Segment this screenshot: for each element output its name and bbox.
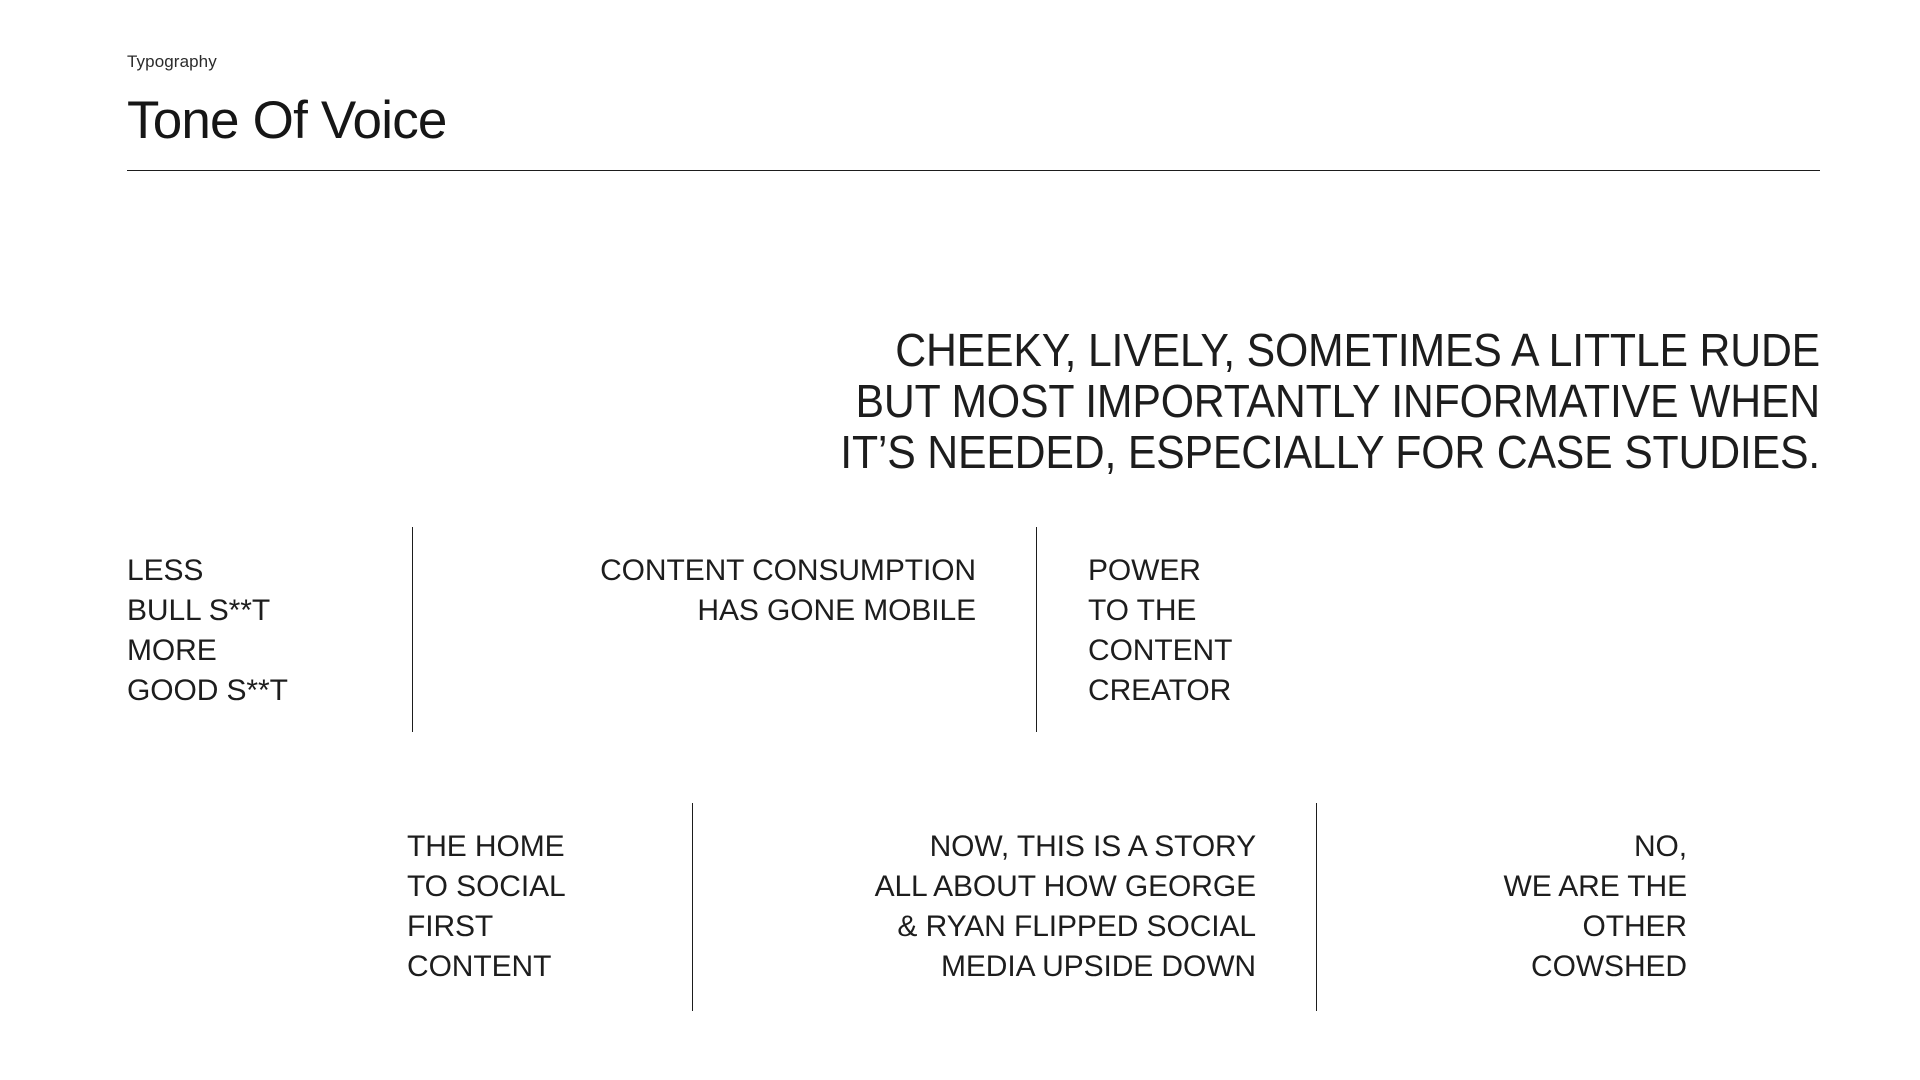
header-divider-rule: [127, 170, 1820, 171]
example-line: NOW, THIS IS A STORY: [929, 830, 1257, 863]
example-line: CONTENT: [1088, 634, 1233, 667]
example-block-other-cowshed: NO, WE ARE THE OTHER COWSHED: [1316, 803, 1697, 1011]
example-line: MORE: [127, 634, 217, 667]
example-line: POWER: [1088, 554, 1201, 587]
tone-statement: CHEEKY, LIVELY, SOMETIMES A LITTLE RUDE …: [704, 325, 1820, 478]
example-line: WE ARE THE: [1503, 870, 1688, 903]
example-line: NO,: [1633, 830, 1687, 863]
example-line: BULL S**T: [127, 594, 271, 627]
example-line: & RYAN FLIPPED SOCIAL: [897, 910, 1256, 943]
example-row-one: LESS BULL S**T MORE GOOD S**T CONTENT CO…: [127, 527, 1417, 732]
page-title: Tone Of Voice: [127, 91, 447, 150]
example-block-power-to-creator: POWER TO THE CONTENT CREATOR: [1036, 527, 1417, 732]
example-line: GOOD S**T: [127, 674, 288, 707]
example-line: MEDIA UPSIDE DOWN: [941, 950, 1256, 983]
example-line: CREATOR: [1088, 674, 1232, 707]
example-block-content-consumption: CONTENT CONSUMPTION HAS GONE MOBILE: [412, 527, 1036, 732]
example-line: TO THE: [1088, 594, 1197, 627]
slide-header: Typography Tone Of Voice: [127, 52, 1820, 171]
example-line: LESS: [127, 554, 204, 587]
example-line: CONTENT: [407, 950, 552, 983]
example-block-less-bull: LESS BULL S**T MORE GOOD S**T: [127, 527, 412, 732]
example-line: HAS GONE MOBILE: [697, 594, 976, 627]
example-line: CONTENT CONSUMPTION: [600, 554, 976, 587]
example-line: THE HOME: [407, 830, 565, 863]
tone-statement-line: IT’S NEEDED, ESPECIALLY FOR CASE STUDIES…: [840, 426, 1820, 478]
tone-statement-line: BUT MOST IMPORTANTLY INFORMATIVE WHEN: [855, 375, 1821, 427]
example-block-george-ryan-story: NOW, THIS IS A STORY ALL ABOUT HOW GEORG…: [692, 803, 1316, 1011]
example-row-two: THE HOME TO SOCIAL FIRST CONTENT NOW, TH…: [407, 803, 1697, 1011]
tone-statement-line: CHEEKY, LIVELY, SOMETIMES A LITTLE RUDE: [895, 324, 1820, 376]
example-line: OTHER: [1582, 910, 1687, 943]
example-line: ALL ABOUT HOW GEORGE: [874, 870, 1257, 903]
example-block-home-social-first: THE HOME TO SOCIAL FIRST CONTENT: [407, 803, 692, 1011]
section-eyebrow: Typography: [127, 52, 217, 71]
example-line: TO SOCIAL: [407, 870, 566, 903]
example-line: COWSHED: [1531, 950, 1687, 983]
example-line: FIRST: [407, 910, 494, 943]
